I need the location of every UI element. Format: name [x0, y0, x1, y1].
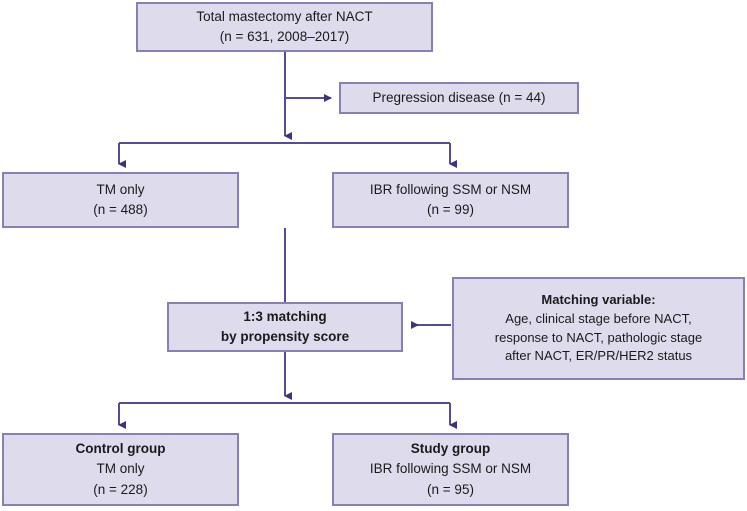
study-group-desc: IBR following SSM or NSM [369, 461, 532, 477]
study-group-count: (n = 95) [427, 481, 474, 497]
tm-only-count: (n = 488) [93, 202, 148, 217]
total-mastectomy-line2: (n = 631, 2008–2017) [219, 29, 350, 44]
tm-only-label: TM only [96, 181, 145, 197]
matching-variable-heading: Matching variable: [541, 291, 656, 307]
progression-disease-label: Pregression disease (n = 44) [372, 89, 546, 105]
total-mastectomy-node: Total mastectomy after NACT (n = 631, 20… [136, 2, 433, 52]
study-group-node: Study group IBR following SSM or NSM (n … [332, 433, 569, 506]
matching-variable-node: Matching variable: Age, clinical stage b… [452, 277, 745, 380]
study-group-heading: Study group [410, 441, 491, 457]
matching-node: 1:3 matching by propensity score [167, 302, 403, 352]
progression-disease-node: Pregression disease (n = 44) [339, 82, 579, 114]
control-group-node: Control group TM only (n = 228) [2, 433, 239, 506]
ibr-node: IBR following SSM or NSM (n = 99) [332, 172, 569, 228]
control-group-desc: TM only [96, 461, 145, 477]
matching-variable-line2: Age, clinical stage before NACT, [505, 310, 692, 326]
control-group-heading: Control group [75, 441, 166, 457]
matching-line1: 1:3 matching [243, 308, 327, 324]
matching-variable-line3: response to NACT, pathologic stage [494, 329, 703, 345]
ibr-count: (n = 99) [427, 202, 474, 217]
control-group-count: (n = 228) [93, 481, 148, 497]
matching-line2: by propensity score [220, 329, 350, 344]
total-mastectomy-line1: Total mastectomy after NACT [196, 8, 373, 24]
matching-variable-line4: after NACT, ER/PR/HER2 status [504, 348, 693, 364]
tm-only-node: TM only (n = 488) [2, 172, 239, 228]
ibr-label: IBR following SSM or NSM [369, 181, 532, 197]
